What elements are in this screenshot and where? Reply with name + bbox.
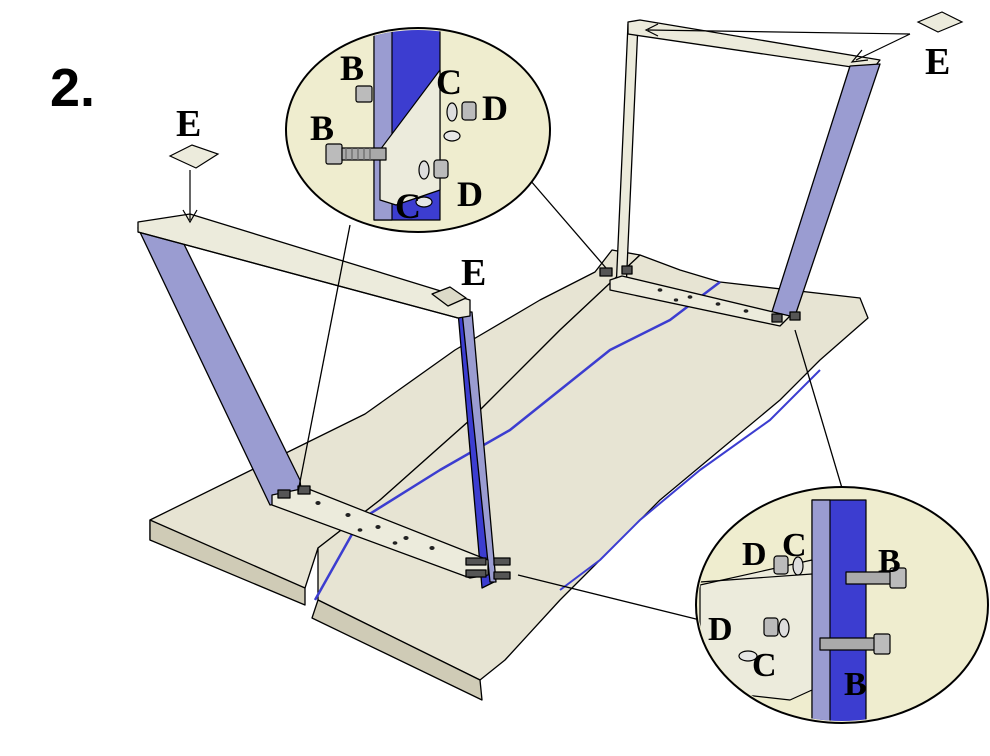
label-d-bottom-lower: D bbox=[708, 611, 733, 648]
callout-leaders bbox=[297, 179, 851, 621]
part-labels: E E E B B C D C D D C B D C B bbox=[176, 41, 950, 703]
label-e-right: E bbox=[925, 41, 950, 83]
label-b-top-lower: B bbox=[310, 108, 334, 148]
bolt-icon-upper-right bbox=[845, 567, 907, 589]
bolts-right-frame bbox=[599, 265, 801, 323]
nut-icon-upper-right bbox=[773, 555, 789, 575]
tabletop-edge-right bbox=[311, 599, 483, 701]
washer-icon-lower bbox=[418, 160, 430, 180]
nut-icon-lower bbox=[433, 159, 449, 179]
foot-pad-installed-left bbox=[431, 286, 467, 307]
leg-right-post bbox=[615, 23, 639, 291]
label-d-bottom-upper: D bbox=[742, 536, 767, 573]
tabletop-edge-left bbox=[149, 519, 306, 606]
leg-frame-right bbox=[599, 19, 881, 327]
bolts-left-frame bbox=[277, 485, 511, 580]
leg-right-diagonal bbox=[769, 63, 881, 319]
label-c-top-lower: C bbox=[395, 186, 421, 226]
arrow-foot-pad-right-a bbox=[647, 29, 911, 35]
mounting-holes-right bbox=[657, 288, 749, 313]
bolt-icon-lower-right bbox=[819, 633, 891, 655]
label-d-top-upper: D bbox=[482, 88, 508, 128]
bolt-icon-upper bbox=[355, 85, 373, 103]
tabletop-plank-right bbox=[317, 254, 869, 681]
callout-top-detail bbox=[285, 27, 551, 233]
label-c-bottom-upper: C bbox=[782, 527, 807, 564]
foot-pad-loose-left bbox=[168, 144, 220, 169]
nut-icon-upper bbox=[461, 101, 477, 121]
label-c-top-upper: C bbox=[436, 62, 462, 102]
step-number: 2. bbox=[50, 58, 95, 118]
label-d-top-lower: D bbox=[457, 174, 483, 214]
leg-right-bottom-rail bbox=[609, 275, 791, 327]
bolt-icon-lower bbox=[325, 143, 387, 165]
label-b-top-upper: B bbox=[340, 48, 364, 88]
foot-pad-loose-right bbox=[916, 11, 964, 33]
arrow-foot-pad-right-b bbox=[855, 33, 911, 61]
leg-right-top-bar bbox=[627, 19, 881, 71]
label-b-bottom-lower: B bbox=[844, 666, 867, 703]
label-b-bottom-upper: B bbox=[878, 543, 901, 580]
mounting-holes-left bbox=[315, 501, 435, 550]
label-e-frame: E bbox=[461, 252, 486, 294]
washer-icon-upper bbox=[446, 102, 458, 122]
washer-icon-lower-right bbox=[778, 618, 790, 638]
leg-frame-left bbox=[137, 213, 511, 589]
callout-bottom-detail bbox=[695, 486, 989, 724]
tabletop-seam bbox=[313, 281, 721, 601]
nut-icon-lower-right bbox=[763, 617, 779, 637]
label-e-left: E bbox=[176, 103, 201, 145]
label-c-bottom-lower: C bbox=[752, 647, 777, 684]
